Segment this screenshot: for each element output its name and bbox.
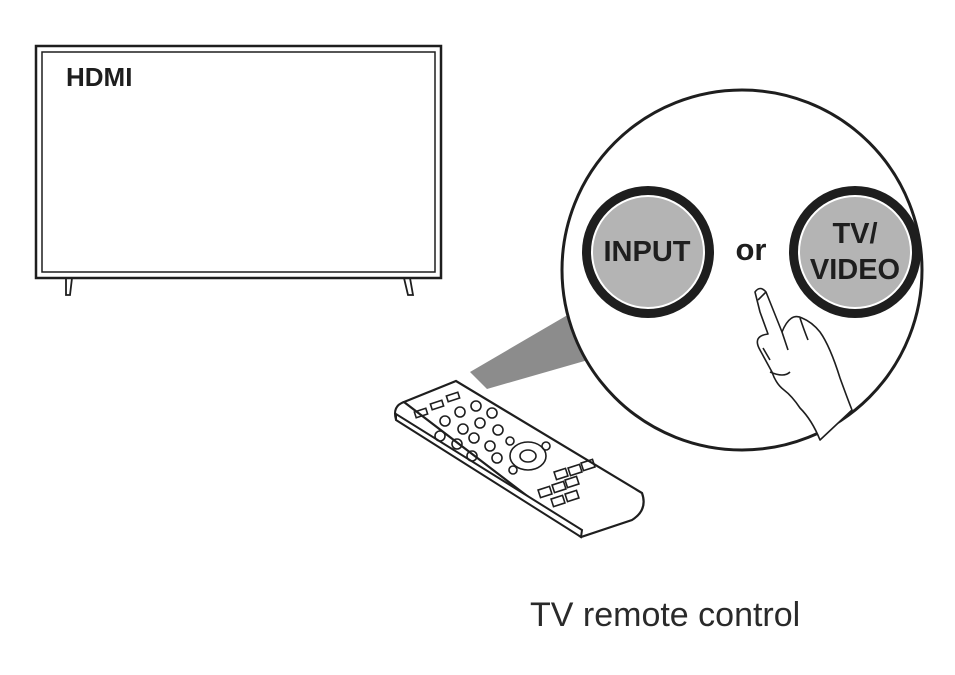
tv-leg-left bbox=[65, 277, 74, 296]
tv-screen bbox=[41, 51, 436, 273]
hand-icon bbox=[754, 287, 853, 441]
caption: TV remote control bbox=[530, 596, 801, 634]
tv-video-line2: VIDEO bbox=[809, 254, 901, 286]
tv-video-button bbox=[789, 186, 921, 318]
remote-buttons bbox=[413, 391, 596, 508]
remote-body bbox=[401, 379, 645, 539]
tv-video-button-label: TV/ VIDEO bbox=[796, 216, 914, 288]
tv-screen-label: HDMI bbox=[66, 62, 133, 92]
tv bbox=[34, 44, 443, 296]
input-button-label: INPUT bbox=[603, 236, 691, 268]
tv-frame bbox=[34, 44, 443, 280]
signal-beam bbox=[470, 313, 602, 389]
or-separator: or bbox=[735, 232, 767, 267]
input-button bbox=[582, 186, 714, 318]
tv-leg-right bbox=[402, 277, 415, 296]
remote-control bbox=[394, 379, 645, 539]
tv-video-line1: TV/ bbox=[832, 218, 878, 250]
